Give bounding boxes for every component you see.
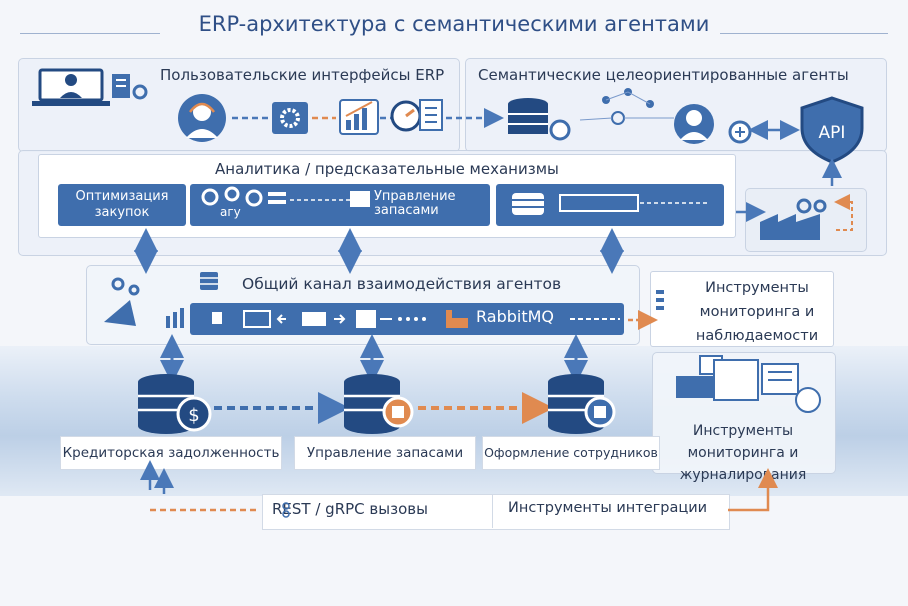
api-label: API [819, 123, 846, 143]
integration-logging-arrow [728, 468, 778, 512]
checklist-icon [419, 99, 443, 131]
monitoring-label: Инструменты мониторинга и наблюдаемости [695, 280, 819, 344]
procurement-optimization-box: Оптимизация закупок [58, 184, 186, 226]
service-caption-inventory: Управление запасами [294, 436, 476, 470]
nodes-icon [282, 502, 290, 518]
rabbitmq-label: RabbitMQ [476, 307, 554, 326]
dollar-icon: $ [188, 405, 199, 426]
integration-tools-label: Инструменты интеграции [508, 500, 708, 516]
page-title: ERP-архитектура с семантическими агентам… [198, 12, 710, 36]
search-plus-icon [728, 120, 752, 144]
database-search-icon [508, 98, 571, 141]
support-agent-icon [178, 94, 226, 142]
megaphone-icon [104, 277, 184, 328]
factory-icon [760, 198, 827, 240]
analytics-label: Аналитика / предсказательные механизмы [215, 160, 559, 178]
monitoring-list-icon [656, 290, 664, 310]
agent-avatar-icon [674, 104, 714, 144]
integration-divider [492, 494, 493, 528]
onboarding-database-icon [548, 374, 616, 434]
gauge-icon [390, 100, 422, 132]
inventory-analytics-box: агу Управление запасами [190, 184, 490, 226]
bus-database-icon [200, 272, 218, 290]
gear-icon [272, 102, 308, 134]
document-gear-icon [112, 74, 148, 100]
message-flow-icons [212, 310, 620, 328]
agent-bus-label: Общий канал взаимодействия агентов [242, 275, 562, 293]
analytics-gears-icon [201, 186, 370, 207]
erp-ui-label: Пользовательские интерфейсы ERP [160, 66, 445, 84]
service-caption-onboarding: Оформление сотрудников [482, 436, 660, 470]
monitor-user-icon [32, 68, 110, 106]
rest-grpc-label: REST / gRPC вызовы [272, 500, 428, 518]
logging-icons [676, 355, 821, 413]
agent-small-label: агу [220, 205, 241, 219]
chart-growth-icon [339, 99, 379, 135]
procurement-optimization-label: Оптимизация закупок [75, 189, 169, 220]
agents-label: Семантические целеориентированные агенты [478, 66, 849, 84]
monitoring-panel [650, 271, 834, 347]
factory-loop-arrow [834, 194, 853, 231]
predictive-storage-icon [512, 193, 710, 215]
inventory-management-label: Управление запасами [374, 189, 456, 218]
payables-database-icon [138, 374, 212, 434]
inventory-database-icon [344, 374, 414, 434]
title-rule-right [720, 33, 888, 34]
network-nodes-icon [579, 88, 674, 125]
integration-bar [262, 494, 730, 530]
title-rule-left [20, 33, 160, 34]
